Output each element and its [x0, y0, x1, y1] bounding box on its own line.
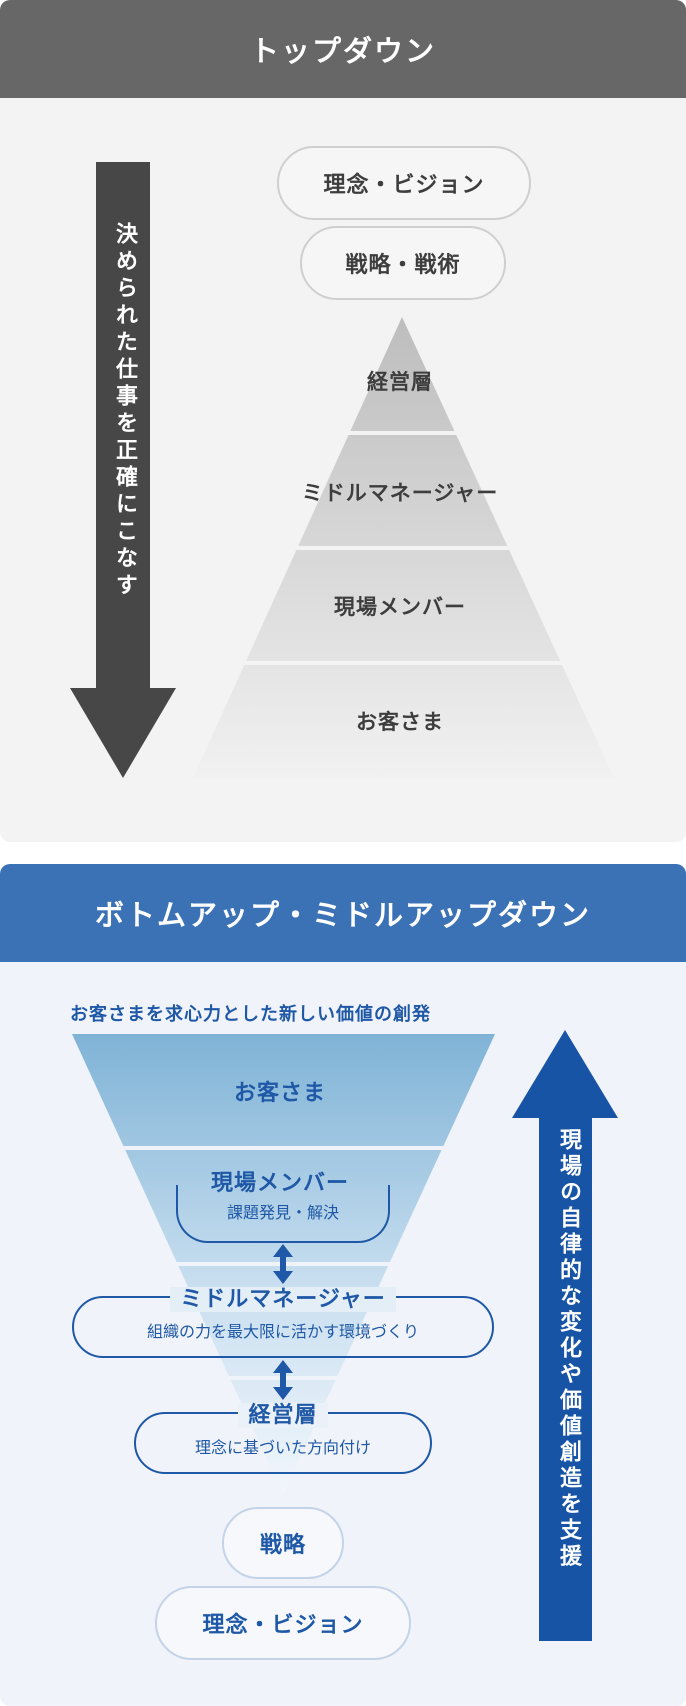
executive-bubble: 経営層 理念に基づいた方向付け [134, 1403, 432, 1474]
double-arrow-icon [273, 1360, 293, 1400]
up-arrow [512, 1030, 618, 1641]
top-down-diagram [70, 162, 614, 778]
top-arrow-text: 決められた仕事を正確にこなす [112, 222, 137, 600]
executive-sub: 理念に基づいた方向付け [194, 1438, 371, 1457]
pyramid-layer-label: 経営層 [367, 370, 433, 394]
group-title-frontline: 現場メンバー [210, 1171, 349, 1196]
bottom-arrow-text: 現場の自律的な変化や価値創造を支援 [556, 1128, 581, 1570]
top-down-title: トップダウン [0, 0, 686, 98]
vision-pill: 理念・ビジョン [277, 146, 531, 220]
strategy-pill: 戦略・戦術 [300, 226, 506, 300]
frontline-bubble: 課題発見・解決 [176, 1185, 390, 1243]
frontline-sub: 課題発見・解決 [226, 1203, 339, 1222]
pyramid-layer-label: 現場メンバー [334, 595, 466, 619]
funnel-top-label: お客さま [233, 1081, 326, 1106]
vision-pill-blue: 理念・ビジョン [155, 1586, 411, 1660]
group-title-executive: 経営層 [238, 1403, 328, 1428]
down-arrow [70, 162, 176, 778]
double-arrow-icon [273, 1244, 293, 1284]
bottom-caption: お客さまを求心力とした新しい価値の創発 [70, 1004, 431, 1025]
strategy-pill-blue: 戦略 [222, 1507, 344, 1579]
group-title-middle-manager: ミドルマネージャー [170, 1287, 396, 1312]
bottom-up-title: ボトムアップ・ミドルアップダウン [0, 864, 686, 962]
pyramid-layer-label: ミドルマネージャー [301, 481, 499, 505]
pyramid-layer-label: お客さま [356, 710, 444, 734]
middle-manager-sub: 組織の力を最大限に活かす環境づくり [146, 1322, 419, 1341]
middle-manager-bubble: ミドルマネージャー 組織の力を最大限に活かす環境づくり [72, 1287, 494, 1358]
